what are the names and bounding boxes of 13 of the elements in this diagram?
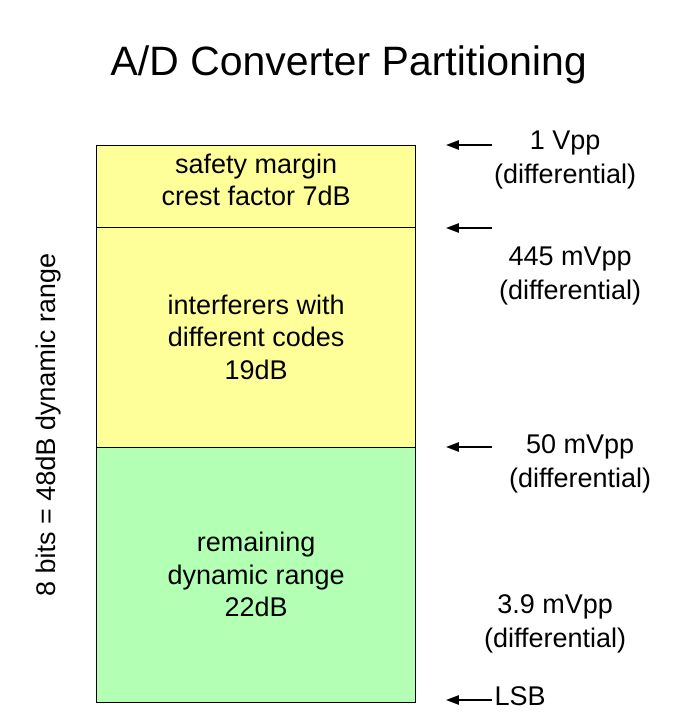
- bar-segment: [96, 447, 416, 703]
- dynamic-range-label: 8 bits = 48dB dynamic range: [30, 252, 62, 598]
- level-label: 445 mVpp (differential): [498, 240, 642, 307]
- segment-label: safety margin crest factor 7dB: [160, 148, 352, 213]
- level-label: 1 Vpp (differential): [492, 124, 638, 191]
- segment-label: interferers with different codes 19dB: [166, 288, 346, 386]
- level-label: 3.9 mVpp (differential): [482, 588, 628, 655]
- title: A/D Converter Partitioning: [109, 38, 588, 85]
- bar-segment: [96, 227, 416, 448]
- bar-segment: [96, 145, 416, 228]
- level-label: LSB: [493, 680, 547, 713]
- level-label: 50 mVpp (differential): [508, 428, 652, 495]
- segment-label: remaining dynamic range 22dB: [166, 526, 346, 624]
